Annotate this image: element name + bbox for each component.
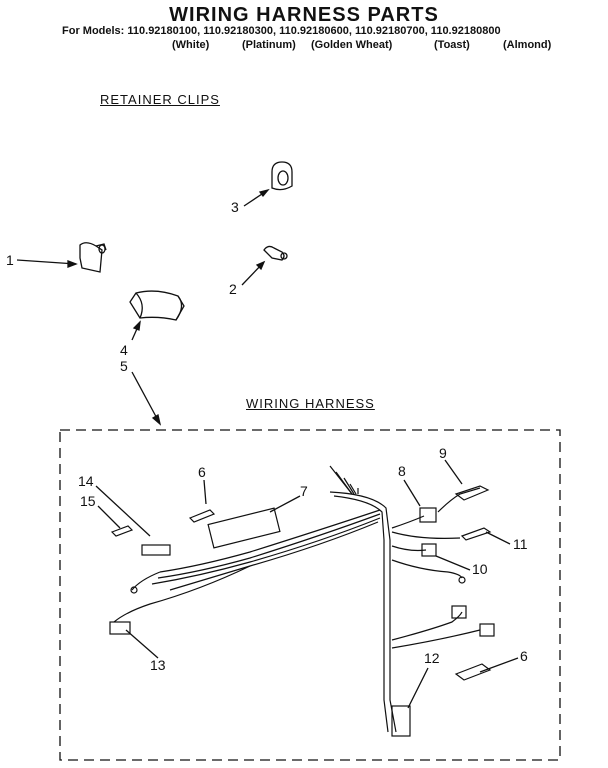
callout-5: 5 (120, 358, 128, 374)
color-almond: (Almond) (503, 39, 552, 51)
color-golden-wheat: (Golden Wheat) (311, 39, 393, 51)
callout-4: 4 (120, 342, 128, 358)
callout-8: 8 (398, 463, 406, 479)
callout-6-lower: 6 (520, 648, 528, 664)
connector-12 (391, 705, 411, 737)
callout-12: 12 (424, 650, 440, 666)
callout-14: 14 (78, 473, 94, 489)
terminal-6-lower (454, 663, 492, 681)
retainer-clip-3-part (271, 161, 293, 191)
callout-2: 2 (229, 281, 237, 297)
callout-11: 11 (513, 536, 528, 552)
callout-9: 9 (439, 445, 447, 461)
connector-8 (419, 507, 437, 523)
callout-6: 6 (198, 464, 206, 480)
callout-3: 3 (231, 199, 239, 215)
color-platinum: (Platinum) (242, 39, 296, 51)
terminal-block-7 (207, 507, 281, 549)
models-line: For Models: 110.92180100, 110.92180300, … (62, 25, 501, 37)
connector-14 (141, 544, 171, 556)
retainer-clip-1-part (79, 242, 107, 273)
color-toast: (Toast) (434, 39, 470, 51)
callout-1: 1 (6, 252, 14, 268)
wiring-harness-part (109, 465, 495, 737)
terminal-11 (460, 527, 492, 541)
callout-10: 10 (472, 561, 488, 577)
callout-15: 15 (80, 493, 96, 509)
wiring-harness-heading: WIRING HARNESS (246, 396, 375, 411)
callout-13: 13 (150, 657, 166, 673)
callout-7: 7 (300, 483, 308, 499)
terminal-6-upper (188, 509, 216, 523)
retainer-clip-2-part (263, 245, 288, 261)
terminal-9 (454, 485, 490, 501)
terminal-15 (110, 525, 134, 537)
retainer-clips-heading: RETAINER CLIPS (100, 92, 220, 107)
harness-box (59, 429, 561, 761)
connector-13 (109, 621, 131, 635)
connector-10 (421, 543, 437, 557)
page-title: WIRING HARNESS PARTS (169, 4, 439, 26)
leader-lines (16, 188, 519, 709)
color-white: (White) (172, 39, 210, 51)
retainer-clip-4-part (129, 290, 185, 321)
